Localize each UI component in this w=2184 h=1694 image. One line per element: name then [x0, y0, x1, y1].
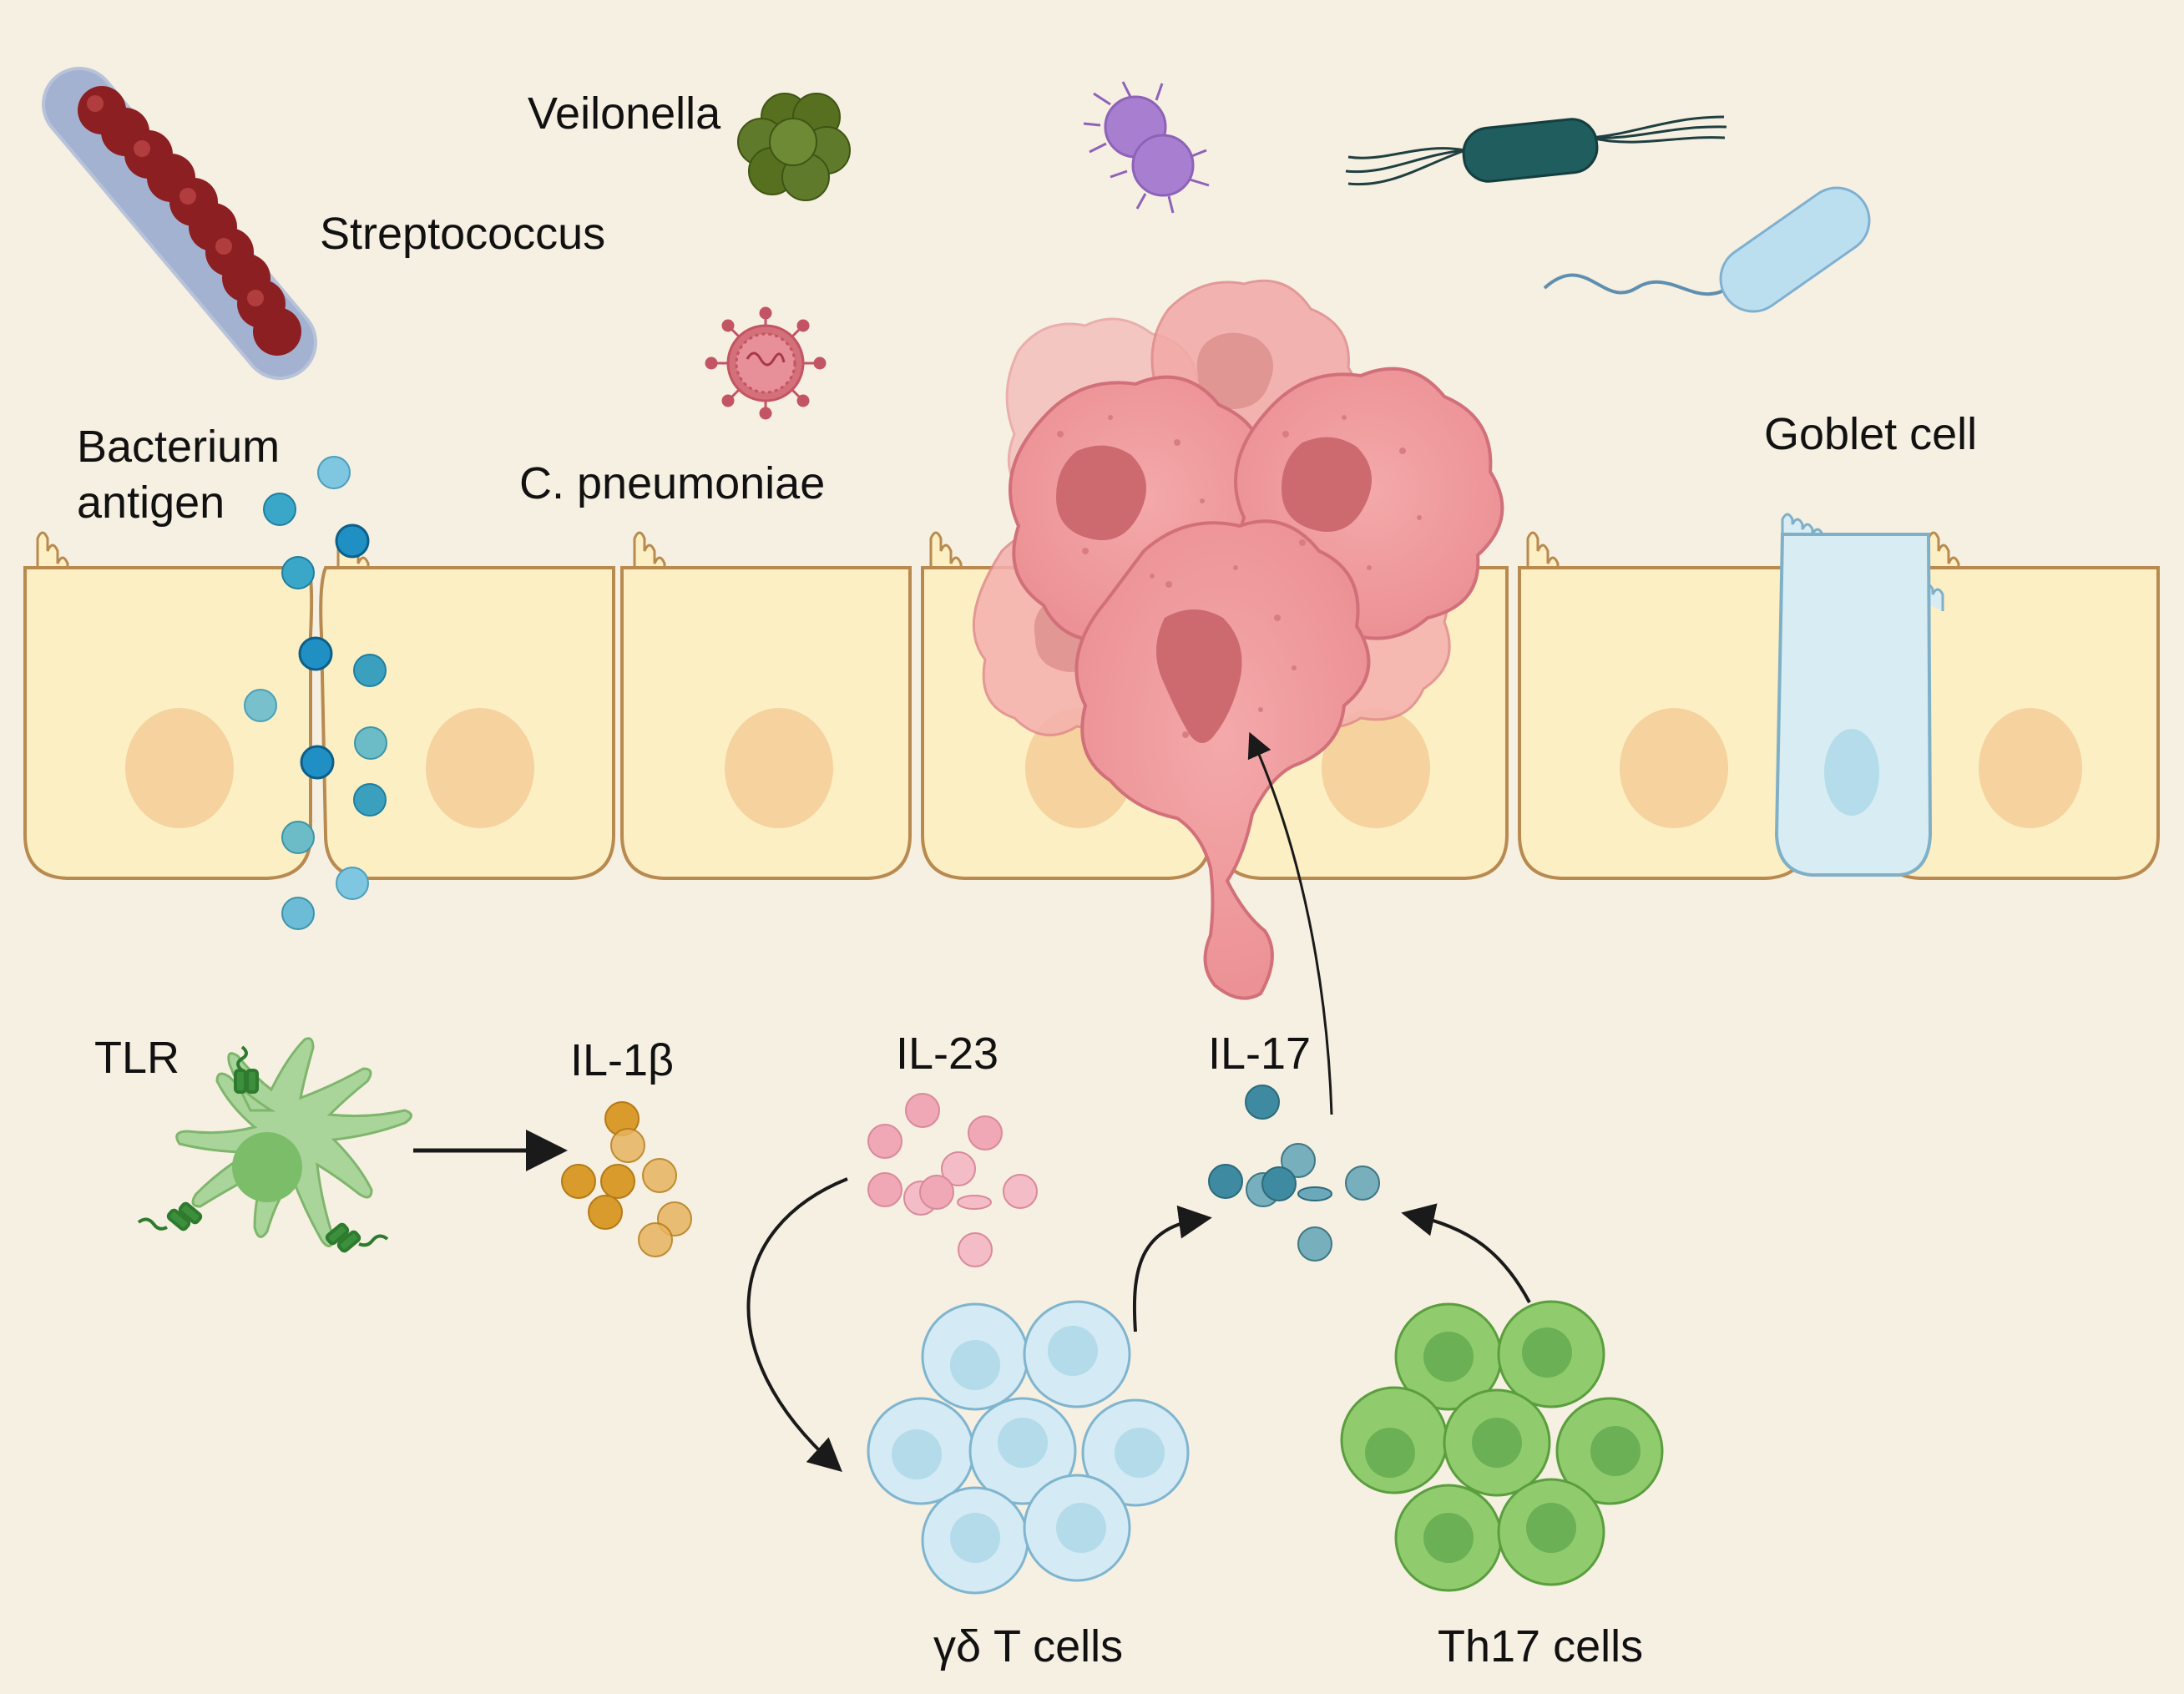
il1b-particles [561, 1101, 692, 1257]
cell-nucleus [426, 708, 534, 828]
light-blue-bacterium [1543, 186, 1871, 313]
veilonella-bacterium [737, 93, 851, 201]
arrow-il17-to-tumor [1247, 731, 1333, 1115]
cell-nucleus [1620, 708, 1728, 828]
bacterium-antigen-particles [244, 456, 387, 930]
arrow-th17-to-il17 [1401, 1203, 1531, 1303]
dendritic-cell [137, 1037, 412, 1253]
label-streptococcus: Streptococcus [320, 209, 605, 259]
teal-rod-bacterium [1345, 115, 1727, 186]
gd-t-cell-cluster [867, 1300, 1190, 1595]
il17-particles [1208, 1085, 1380, 1262]
streptococcus-bacterium [42, 67, 317, 380]
cell-nucleus [1322, 708, 1430, 828]
cell-nucleus [725, 708, 833, 828]
label-veilonella: Veilonella [528, 88, 721, 139]
arrow-il23-to-gd-t-cells [746, 1177, 848, 1473]
label-goblet-cell: Goblet cell [1764, 409, 1977, 459]
th17-cell-cluster [1340, 1300, 1664, 1592]
label-c-pneumoniae: C. pneumoniae [519, 458, 825, 508]
goblet-cell [1774, 513, 1944, 877]
tumor-cell-cluster [972, 279, 1504, 1000]
label-il23: IL-23 [896, 1029, 998, 1079]
purple-bacterium [1083, 81, 1210, 214]
label-gd-t-cells: γδ T cells [933, 1621, 1123, 1671]
label-il17: IL-17 [1208, 1029, 1311, 1079]
c-pneumoniae-particle [705, 306, 827, 420]
il23-particles [867, 1093, 1038, 1267]
label-tlr: TLR [94, 1033, 179, 1083]
label-th17-cells: Th17 cells [1438, 1621, 1643, 1671]
cell-nucleus [1979, 708, 2082, 828]
arrow-gd-t-cells-to-il17 [1132, 1205, 1212, 1332]
label-bacterium-antigen-line2: antigen [77, 478, 225, 528]
label-il1b: IL-1β [570, 1035, 674, 1085]
cell-nucleus [125, 708, 234, 828]
label-bacterium-antigen-line1: Bacterium [77, 422, 280, 472]
